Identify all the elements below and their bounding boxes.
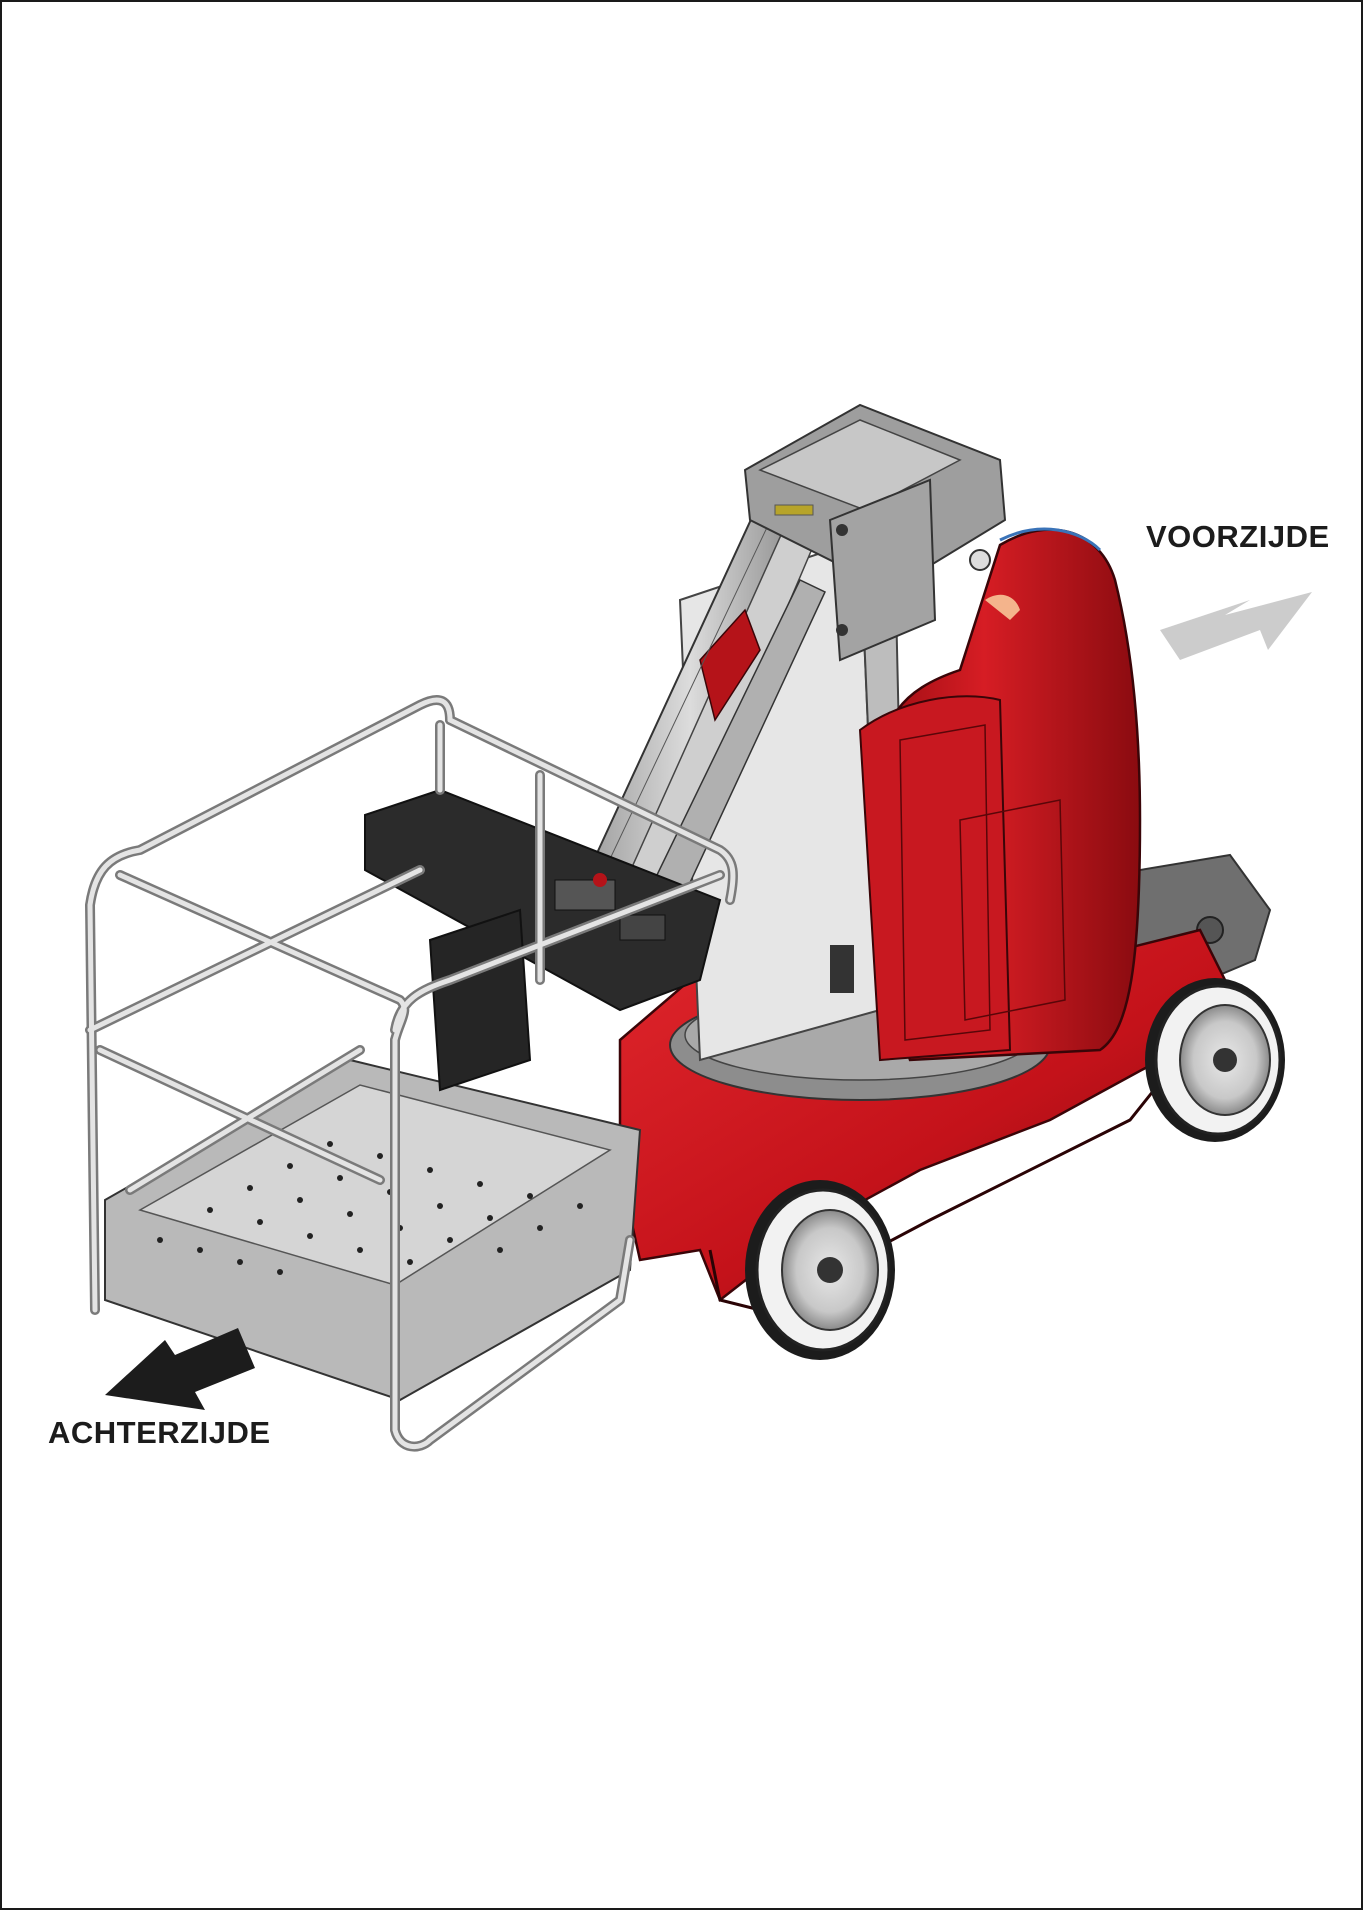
front-side-label: VOORZIJDE xyxy=(1146,519,1330,554)
wheel-front-left xyxy=(745,1180,895,1360)
arrow-front-icon xyxy=(1160,592,1312,660)
red-hood-cover xyxy=(858,527,1142,1062)
mast-head xyxy=(743,403,1007,662)
rear-side-label: ACHTERZIJDE xyxy=(48,1415,271,1450)
arrow-rear-icon xyxy=(105,1328,255,1410)
wheel-front-right xyxy=(1145,978,1285,1142)
guard-rails-highlight xyxy=(87,697,736,1450)
